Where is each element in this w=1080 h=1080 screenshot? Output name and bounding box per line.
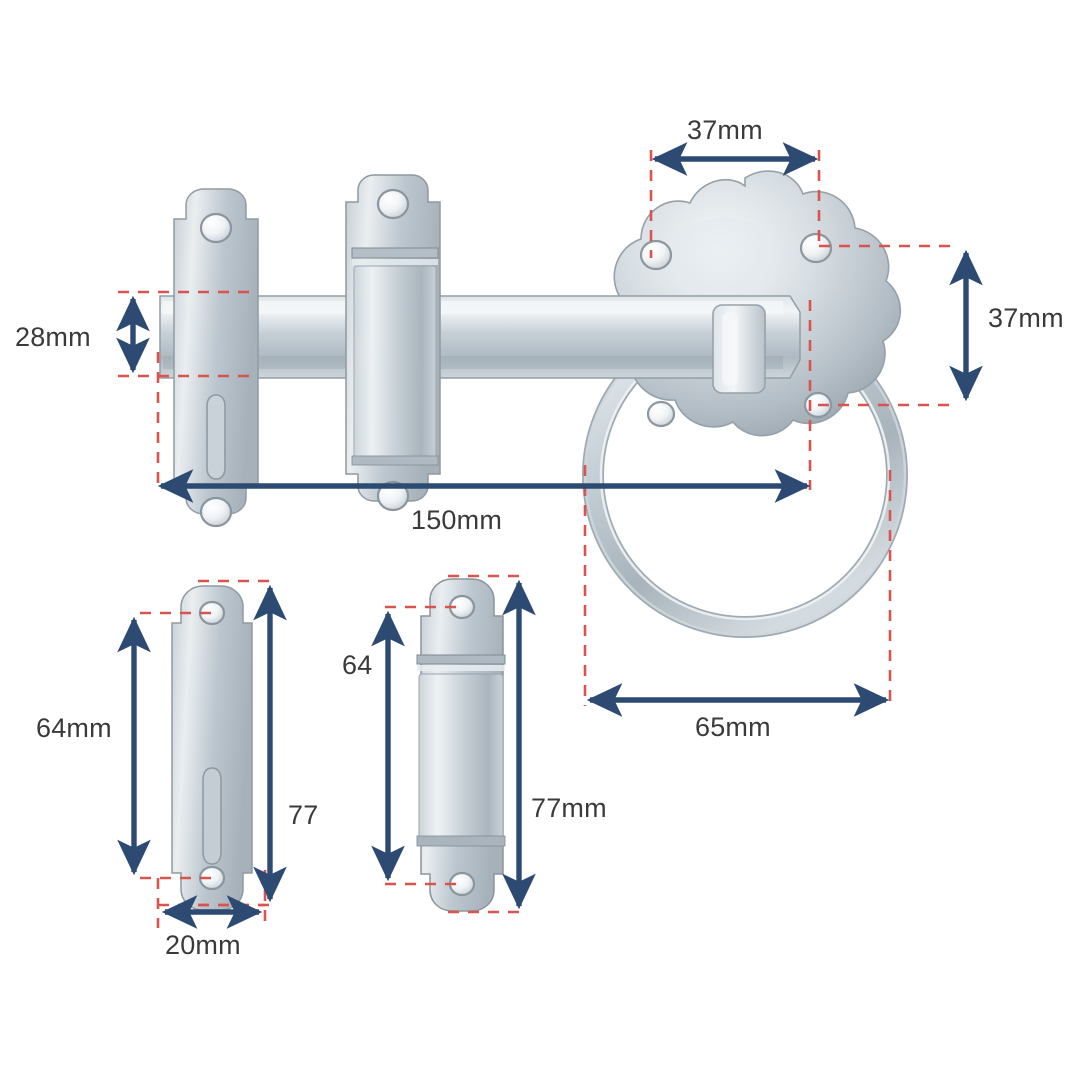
left-keep-hole-top bbox=[199, 212, 233, 244]
label-rose-height: 37mm bbox=[988, 303, 1064, 333]
center-plate-detail bbox=[416, 578, 506, 912]
left-keep-plate bbox=[173, 188, 259, 528]
rose-hole-bottom-left bbox=[646, 400, 676, 428]
label-left-plate-length: 77 bbox=[288, 800, 319, 830]
dimension-guide-lines bbox=[118, 150, 958, 706]
label-overall-length: 150mm bbox=[411, 505, 503, 535]
latch-bar bbox=[159, 295, 801, 379]
left-plate-detail bbox=[171, 585, 253, 911]
center-keeper-hole-top bbox=[376, 188, 410, 220]
label-center-plate-length: 77mm bbox=[531, 793, 607, 823]
latch-pivot-knob bbox=[712, 304, 766, 394]
left-keep-hole-bottom bbox=[199, 496, 233, 528]
main-latch-assembly bbox=[159, 170, 908, 638]
rose-hole-top-right bbox=[799, 232, 833, 264]
center-keeper-plate bbox=[345, 174, 441, 512]
label-left-plate-width: 20mm bbox=[165, 930, 241, 960]
rose-hole-top-left bbox=[639, 239, 673, 271]
dimension-arrows bbox=[116, 142, 983, 929]
label-center-plate-hole-spacing: 64 bbox=[342, 650, 373, 680]
label-rose-width: 37mm bbox=[687, 115, 763, 145]
left-keep-slot bbox=[206, 394, 226, 480]
left-plate-slot bbox=[202, 767, 222, 865]
label-ring-diameter: 65mm bbox=[695, 712, 771, 742]
label-bar-height: 28mm bbox=[15, 322, 91, 352]
label-left-plate-hole-spacing: 64mm bbox=[36, 713, 112, 743]
